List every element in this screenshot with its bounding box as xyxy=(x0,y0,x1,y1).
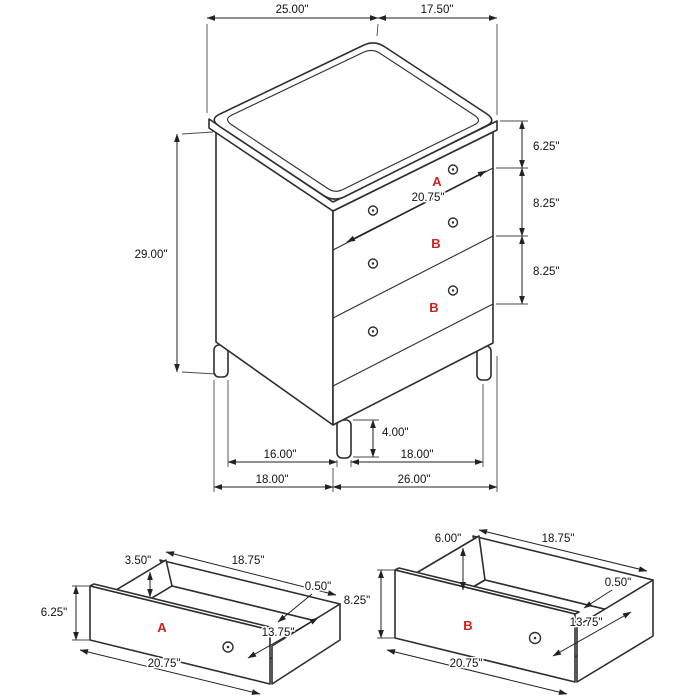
leader-b-panel-thickness xyxy=(583,589,613,609)
dim-line-a-interior-depth xyxy=(247,617,319,659)
dim-top-width: 25.00" xyxy=(276,4,309,16)
extension-lines-top xyxy=(206,23,498,115)
drawer-b2-label: B xyxy=(429,300,438,315)
extension-lines-leg xyxy=(353,419,379,458)
drawer-divider-3 xyxy=(332,303,494,387)
dim-leg-spacing-front: 18.00" xyxy=(401,449,434,461)
dim-a-interior-height: 3.50" xyxy=(125,555,151,567)
drawer-b-knob-dot xyxy=(533,636,537,640)
dim-line-b-interior-depth xyxy=(552,611,632,657)
drawer-b-detail-label: B xyxy=(463,618,472,633)
dim-leg-height: 4.00" xyxy=(382,427,408,439)
chest-top-face xyxy=(213,42,493,200)
dim-a-panel-thickness: 0.50" xyxy=(305,581,331,593)
chest-leg-right xyxy=(476,345,492,381)
leader-a-panel-thickness xyxy=(277,593,313,623)
chest-leg-front xyxy=(336,419,352,459)
dim-b-interior-depth: 13.75" xyxy=(570,617,603,629)
dim-middle-drawer-height: 8.25" xyxy=(533,198,559,210)
dim-a-interior-depth: 13.75" xyxy=(262,627,295,639)
drawer-a-label: A xyxy=(432,174,442,189)
dim-a-front-height: 6.25" xyxy=(41,607,67,619)
dim-drawer-front-width: 20.75" xyxy=(412,192,445,204)
dim-base-width: 26.00" xyxy=(398,474,431,486)
dim-overall-height: 29.00" xyxy=(135,249,168,261)
dim-top-depth: 17.50" xyxy=(421,4,454,16)
chest-top-face-inner-edge xyxy=(226,49,480,192)
drawer-divider-2 xyxy=(332,235,494,319)
drawer-a-detail-label: A xyxy=(157,620,167,635)
drawer-a-detail-view: 3.50" 18.75" 0.50" 13.75" 6.25" 20.75" A xyxy=(39,551,341,695)
drawer-b-extension-lines xyxy=(377,569,395,639)
dim-a-front-width: 20.75" xyxy=(148,658,181,670)
dim-b-front-height: 8.25" xyxy=(344,595,370,607)
dim-b-front-width: 20.75" xyxy=(450,658,483,670)
drawer-a-extension-lines xyxy=(72,585,90,641)
dim-line-b-interior-width xyxy=(478,529,648,572)
dim-base-depth: 18.00" xyxy=(256,474,289,486)
dim-b-panel-thickness: 0.50" xyxy=(605,577,631,589)
extension-lines-right xyxy=(496,120,528,305)
dim-b-interior-width: 18.75" xyxy=(542,533,575,545)
dim-line-drawer-front-width xyxy=(346,170,487,243)
dim-line-a-interior-width xyxy=(165,551,337,596)
dim-top-drawer-height: 6.25" xyxy=(533,141,559,153)
chest-isometric-view xyxy=(208,42,498,459)
dim-bottom-drawer-height: 8.25" xyxy=(533,266,559,278)
dim-a-interior-width: 18.75" xyxy=(232,555,265,567)
extension-lines-left xyxy=(181,131,217,375)
drawer-b-detail-view: 6.00" 18.75" 0.50" 13.75" 8.25" 20.75" B xyxy=(342,529,654,695)
drawer-b2-knobs xyxy=(367,285,459,337)
dim-b-interior-height: 6.00" xyxy=(435,533,461,545)
dim-leg-spacing-side: 16.00" xyxy=(264,449,297,461)
drawer-b1-label: B xyxy=(431,236,440,251)
dim-line-b-front-width xyxy=(386,649,568,695)
dim-line-a-front-width xyxy=(79,649,261,695)
main-view-dimensions: 25.00" 17.50" 29.00" 6.25" 8.25" 8.25" 2… xyxy=(133,3,561,492)
drawer-a-knob-dot xyxy=(226,645,230,649)
